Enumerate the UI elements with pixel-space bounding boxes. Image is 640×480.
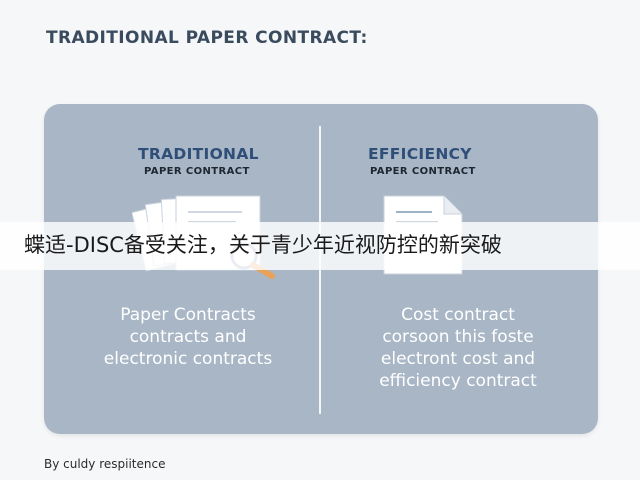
- right-body-line: Cost contract: [401, 305, 515, 325]
- overlay-banner: [0, 222, 640, 270]
- left-body-line: contracts and: [129, 327, 247, 347]
- column-divider: [319, 126, 321, 414]
- page-title: TRADITIONAL PAPER CONTRACT:: [46, 28, 368, 48]
- credit-line: By culdy respiitence: [44, 457, 166, 471]
- right-column-subheading: PAPER CONTRACT: [370, 166, 476, 177]
- left-column-subheading: PAPER CONTRACT: [144, 166, 250, 177]
- overlay-banner-text: 蝶适-DISC备受关注，关于青少年近视防控的新突破: [24, 233, 502, 257]
- left-column-body: Paper Contracts contracts and electronic…: [62, 304, 314, 370]
- left-body-line: Paper Contracts: [120, 305, 256, 325]
- left-body-line: electronic contracts: [103, 349, 273, 369]
- right-body-line: corsoon this foste: [382, 327, 534, 347]
- right-column-heading: EFFICIENCY: [368, 145, 472, 163]
- right-column-body: Cost contract corsoon this foste electro…: [336, 304, 580, 392]
- right-body-line: efficiency contract: [379, 371, 537, 391]
- right-body-line: electront cost and: [380, 349, 536, 369]
- left-column-heading: TRADITIONAL: [138, 145, 259, 163]
